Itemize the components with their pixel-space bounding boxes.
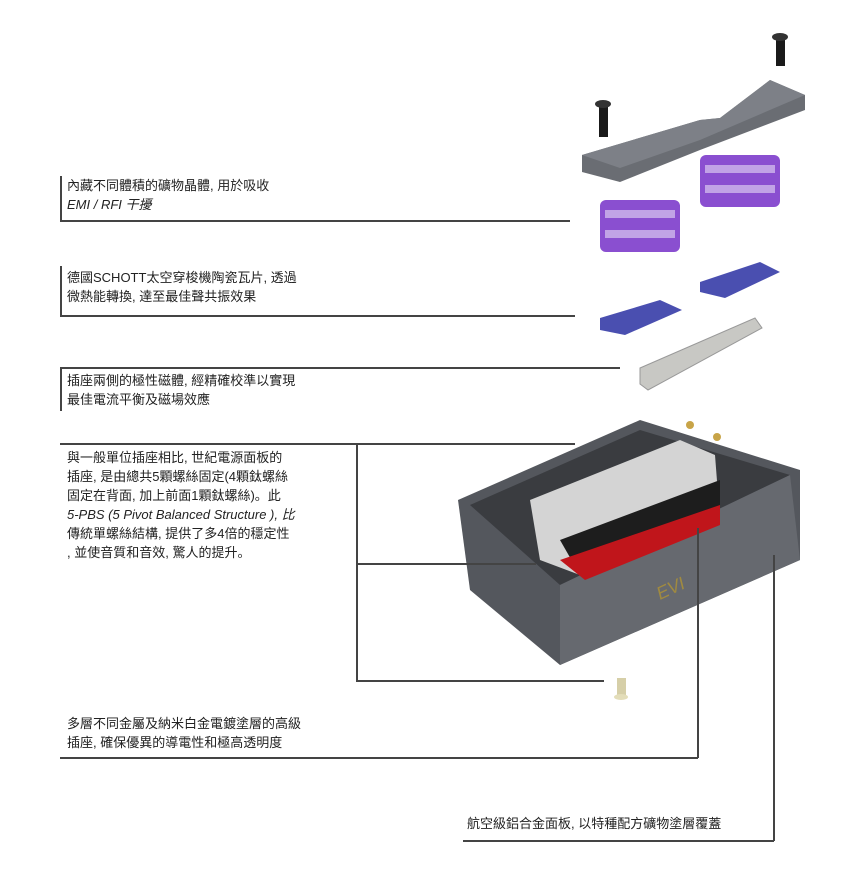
leader-line bbox=[60, 315, 575, 317]
caption-line: 插座, 確保優異的導電性和極高透明度 bbox=[67, 735, 283, 750]
caption-line: , 並使音質和音效, 驚人的提升。 bbox=[67, 545, 251, 560]
caption-line: 傳統單螺絲結構, 提供了多4倍的穩定性 bbox=[67, 526, 290, 541]
leader-line bbox=[60, 176, 62, 221]
screw-icon bbox=[595, 100, 611, 137]
callout-5pbs-structure: 與一般單位插座相比, 世紀電源面板的 插座, 是由總共5顆螺絲固定(4顆鈦螺絲 … bbox=[67, 448, 295, 562]
caption-line: 固定在背面, 加上前面1顆鈦螺絲)。此 bbox=[67, 488, 281, 503]
callout-magnets: 插座兩側的極性磁體, 經精確校準以實現 最佳電流平衡及磁場效應 bbox=[67, 371, 295, 409]
caption-line: 內藏不同體積的礦物晶體, 用於吸收 bbox=[67, 178, 270, 193]
leader-line bbox=[356, 563, 536, 565]
leader-line bbox=[60, 266, 62, 316]
leader-line bbox=[356, 443, 358, 681]
mineral-crystals bbox=[600, 155, 780, 252]
leader-line bbox=[356, 680, 604, 682]
bottom-screw-icon bbox=[614, 678, 628, 700]
caption-line: 插座兩側的極性磁體, 經精確校準以實現 bbox=[67, 373, 296, 388]
callout-ceramic-tiles: 德國SCHOTT太空穿梭機陶瓷瓦片, 透過 微熱能轉換, 達至最佳聲共振效果 bbox=[67, 268, 297, 306]
callout-aluminium-panel: 航空級鋁合金面板, 以特種配方礦物塗層覆蓋 bbox=[467, 814, 721, 833]
screw-icon bbox=[772, 33, 788, 66]
caption-line: 航空級鋁合金面板, 以特種配方礦物塗層覆蓋 bbox=[467, 816, 722, 831]
socket-housing: EVI bbox=[458, 420, 800, 665]
leader-line bbox=[697, 528, 699, 758]
caption-line: 德國SCHOTT太空穿梭機陶瓷瓦片, 透過 bbox=[67, 270, 297, 285]
callout-plated-socket: 多層不同金屬及納米白金電鍍塗層的高級 插座, 確保優異的導電性和極高透明度 bbox=[67, 714, 301, 752]
magnet-bar bbox=[639, 317, 763, 391]
leader-line bbox=[60, 367, 620, 369]
caption-line: 微熱能轉換, 達至最佳聲共振效果 bbox=[67, 289, 257, 304]
leader-line bbox=[60, 443, 575, 445]
caption-line: EMI / RFI 干擾 bbox=[67, 197, 152, 212]
ceramic-tiles bbox=[600, 262, 780, 335]
caption-line: 最佳電流平衡及磁場效應 bbox=[67, 392, 211, 407]
leader-line bbox=[463, 840, 774, 842]
leader-line bbox=[773, 555, 775, 841]
caption-line: 與一般單位插座相比, 世紀電源面板的 bbox=[67, 450, 283, 465]
caption-line: 多層不同金屬及納米白金電鍍塗層的高級 bbox=[67, 716, 302, 731]
leader-line bbox=[60, 757, 698, 759]
caption-line: 插座, 是由總共5顆螺絲固定(4顆鈦螺絲 bbox=[67, 469, 289, 484]
leader-line bbox=[60, 220, 570, 222]
caption-line: 5-PBS (5 Pivot Balanced Structure ), 比 bbox=[67, 507, 295, 522]
callout-mineral-crystals: 內藏不同體積的礦物晶體, 用於吸收 EMI / RFI 干擾 bbox=[67, 176, 269, 214]
leader-line bbox=[60, 367, 62, 411]
